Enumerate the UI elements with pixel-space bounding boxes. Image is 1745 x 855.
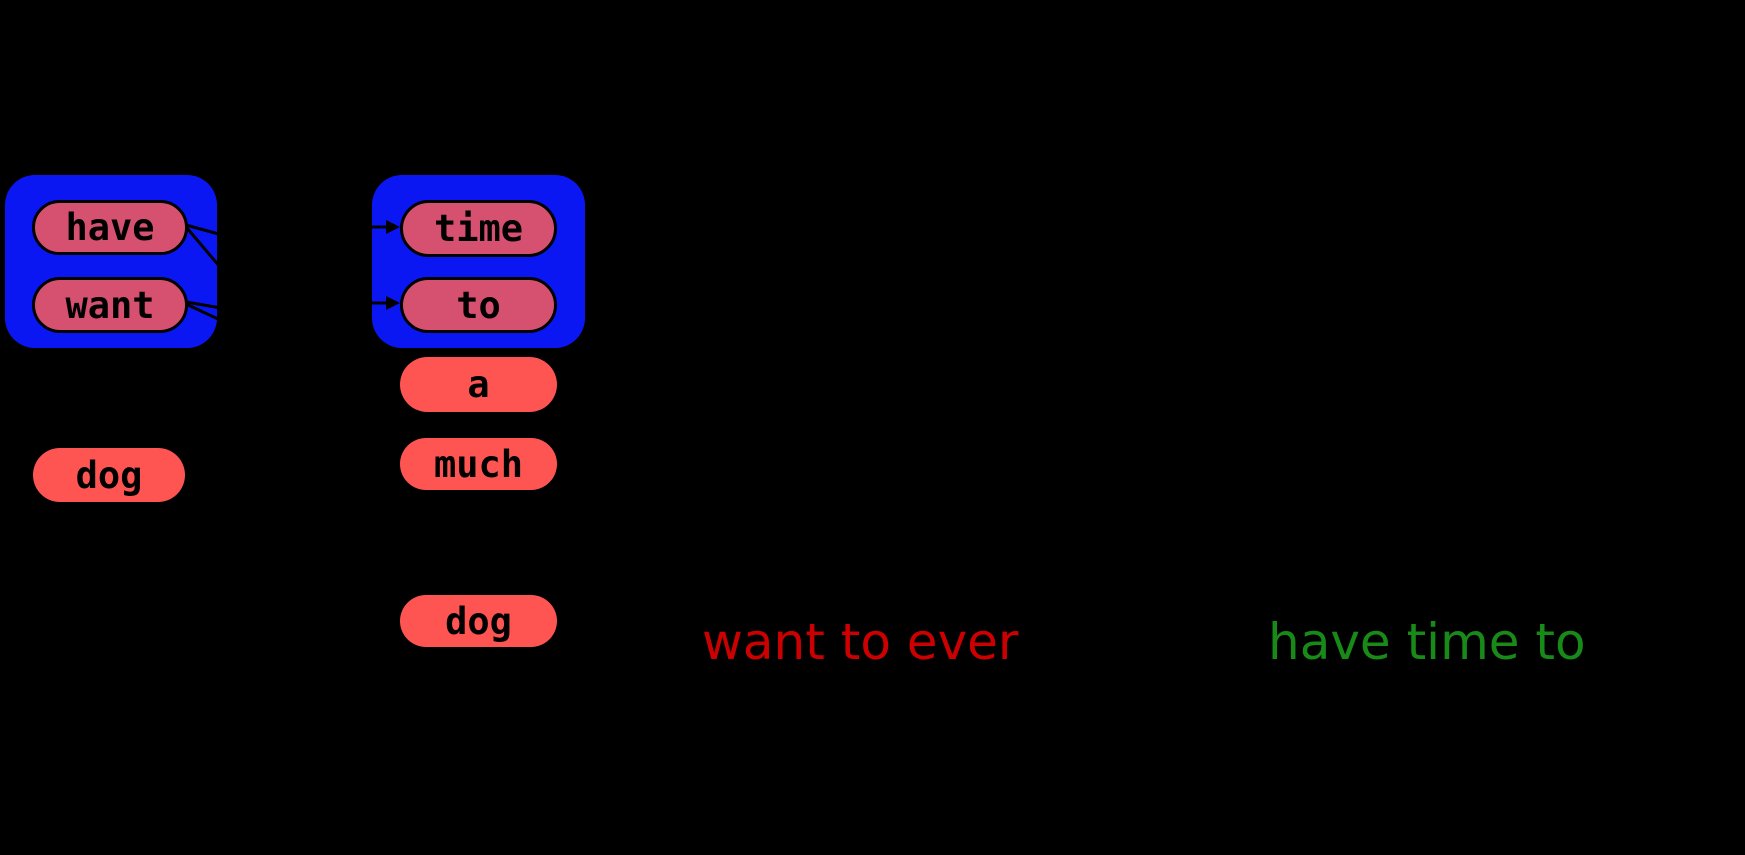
- have-node: have: [32, 200, 188, 255]
- much-label: much: [433, 442, 524, 486]
- dog-right-node: dog: [400, 595, 557, 647]
- dog-left-node: dog: [33, 448, 185, 502]
- dog-right-label: dog: [445, 599, 512, 643]
- want-node: want: [32, 277, 188, 333]
- a-node: a: [400, 357, 557, 412]
- dog-left-label: dog: [75, 453, 143, 497]
- caption-accepted: have time to: [1268, 613, 1586, 671]
- time-label: time: [433, 207, 524, 250]
- caption-rejected: want to ever: [702, 613, 1019, 671]
- have-label: have: [65, 206, 155, 249]
- a-label: a: [467, 363, 490, 406]
- much-node: much: [400, 438, 557, 490]
- to-node: to: [400, 277, 557, 333]
- to-label: to: [456, 283, 501, 327]
- time-node: time: [400, 200, 557, 257]
- want-label: want: [65, 283, 155, 327]
